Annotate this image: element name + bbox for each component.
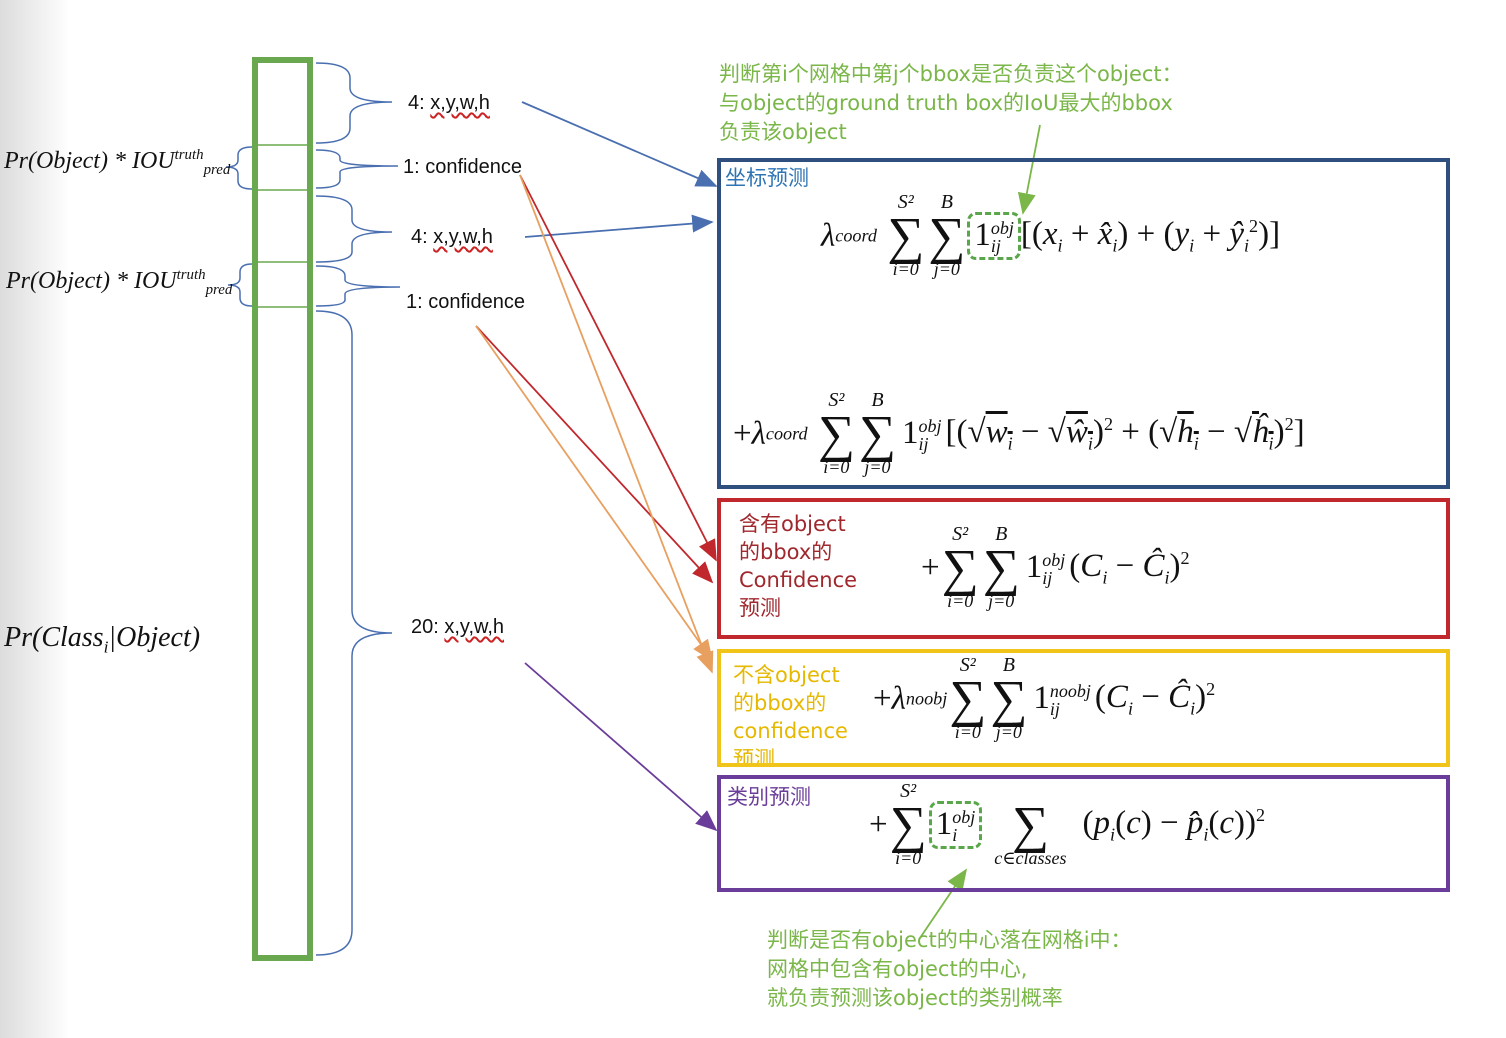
arrow-conf1-to-noobj <box>519 174 714 674</box>
page-left-shadow <box>0 0 70 1038</box>
arrow-class-to-classbox <box>524 662 718 832</box>
label-class-probability: Pr(Classi|Object) <box>4 622 201 657</box>
arrow-note-to-indicator <box>1017 124 1041 215</box>
arrow-conf1-to-obj <box>519 174 717 562</box>
coord-box-title: 坐标预测 <box>725 166 809 190</box>
label-class-xywh: 20: x,y,w,h <box>411 616 505 638</box>
vector-braces <box>315 62 401 956</box>
arrow-note-to-class-indicator <box>919 868 968 939</box>
left-braces <box>225 146 253 307</box>
note-responsible-bbox: 判断第i个网格中第j个bbox是否负责这个object： 与object的gro… <box>719 62 1183 144</box>
label-confidence-formula-1: Pr(Object) * IOUtruthpred <box>4 147 231 178</box>
arrow-xywh2-to-coord <box>524 214 714 238</box>
output-vector-bar <box>252 57 313 961</box>
conf-noobj-box-title: 不含object 的bbox的 confidence 预测 <box>733 663 848 763</box>
label-xywh-1: 4: x,y,w,h <box>408 92 490 114</box>
arrow-conf2-to-obj <box>475 325 714 584</box>
label-confidence-1: 1: confidence <box>403 156 522 178</box>
label-confidence-2: 1: confidence <box>406 291 525 313</box>
vector-dividers <box>258 144 307 308</box>
note-class-responsibility: 判断是否有object的中心落在网格i中： 网格中包含有object的中心, 就… <box>767 928 1132 1010</box>
arrow-xywh1-to-coord <box>521 101 718 187</box>
class-box-title: 类别预测 <box>727 785 811 809</box>
conf-obj-box-title: 含有object 的bbox的 Confidence 预测 <box>739 512 858 620</box>
label-confidence-formula-2: Pr(Object) * IOUtruthpred <box>6 267 233 298</box>
label-xywh-2: 4: x,y,w,h <box>411 226 493 248</box>
arrow-conf2-to-noobj <box>475 325 714 662</box>
